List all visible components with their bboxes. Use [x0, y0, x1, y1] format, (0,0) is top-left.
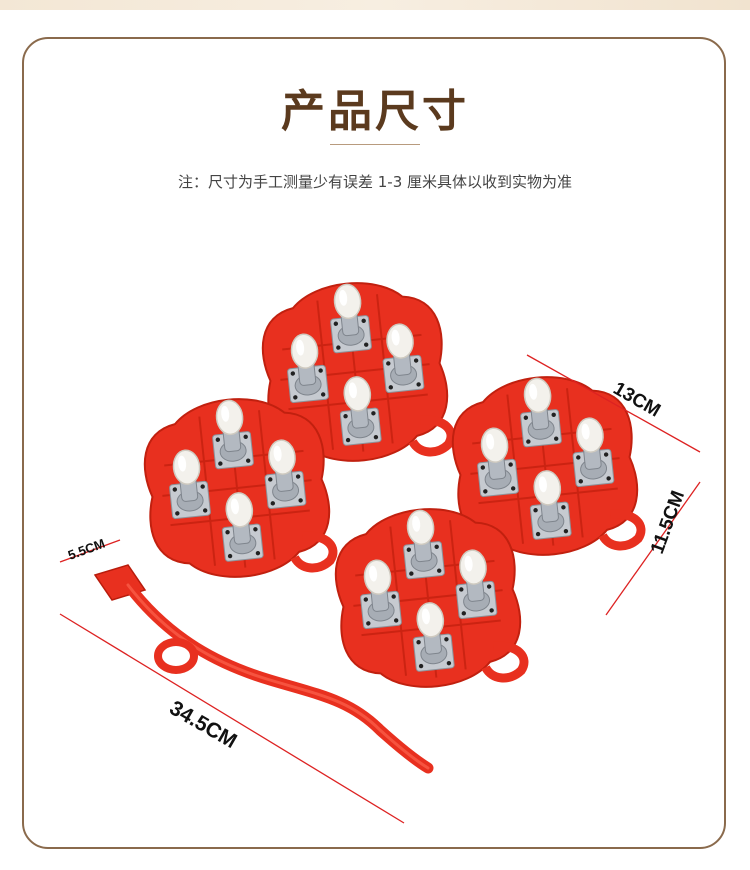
dolly-left — [139, 390, 336, 585]
dim-bar-head-label: 5.5CM — [66, 536, 107, 563]
dolly-bottom — [330, 500, 527, 695]
page-title: 产品尺寸 — [281, 86, 469, 137]
lifter-bar — [93, 564, 434, 774]
top-decor-strip — [0, 0, 750, 10]
measurement-note: 注：尺寸为手工测量少有误差 1-3 厘米具体以收到实物为准 — [177, 173, 573, 191]
dim-bar-length-label: 34.5CM — [166, 696, 241, 753]
content-frame — [22, 37, 726, 849]
dimension-lines — [59, 354, 701, 824]
title-underline — [330, 144, 420, 145]
dim-height-label: 11.5CM — [647, 488, 689, 557]
